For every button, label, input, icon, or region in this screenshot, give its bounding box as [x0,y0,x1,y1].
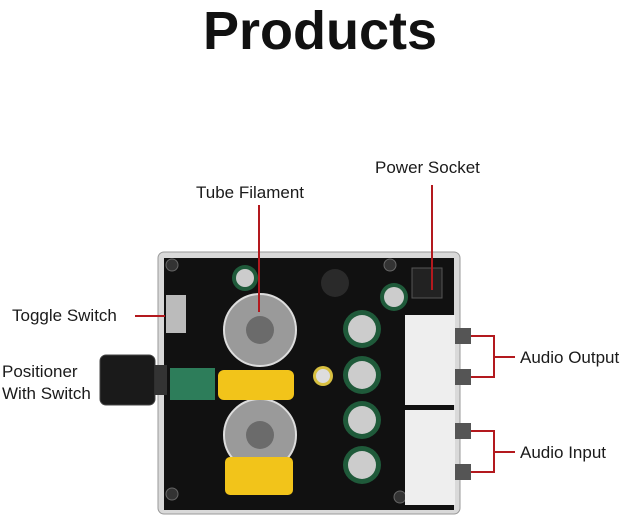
label-tube-filament: Tube Filament [196,183,305,202]
page-title: Products [202,1,438,61]
leader-lines [135,185,515,473]
knob [99,354,156,406]
label-positioner-line1: Positioner [2,362,78,381]
screws [165,258,407,504]
electrolytic-capacitors [232,265,408,484]
rca-jacks [405,315,471,505]
film-capacitor-2 [225,457,293,495]
label-toggle-switch: Toggle Switch [12,306,117,325]
power-socket [411,267,443,299]
label-positioner-line2: With Switch [2,384,91,403]
label-audio-output: Audio Output [520,348,620,367]
potentiometer [170,368,215,400]
toggle-switch [166,295,186,333]
label-power-socket: Power Socket [375,158,480,177]
label-audio-input: Audio Input [520,443,607,462]
inductor [321,269,349,297]
film-capacitor-1 [218,370,294,400]
